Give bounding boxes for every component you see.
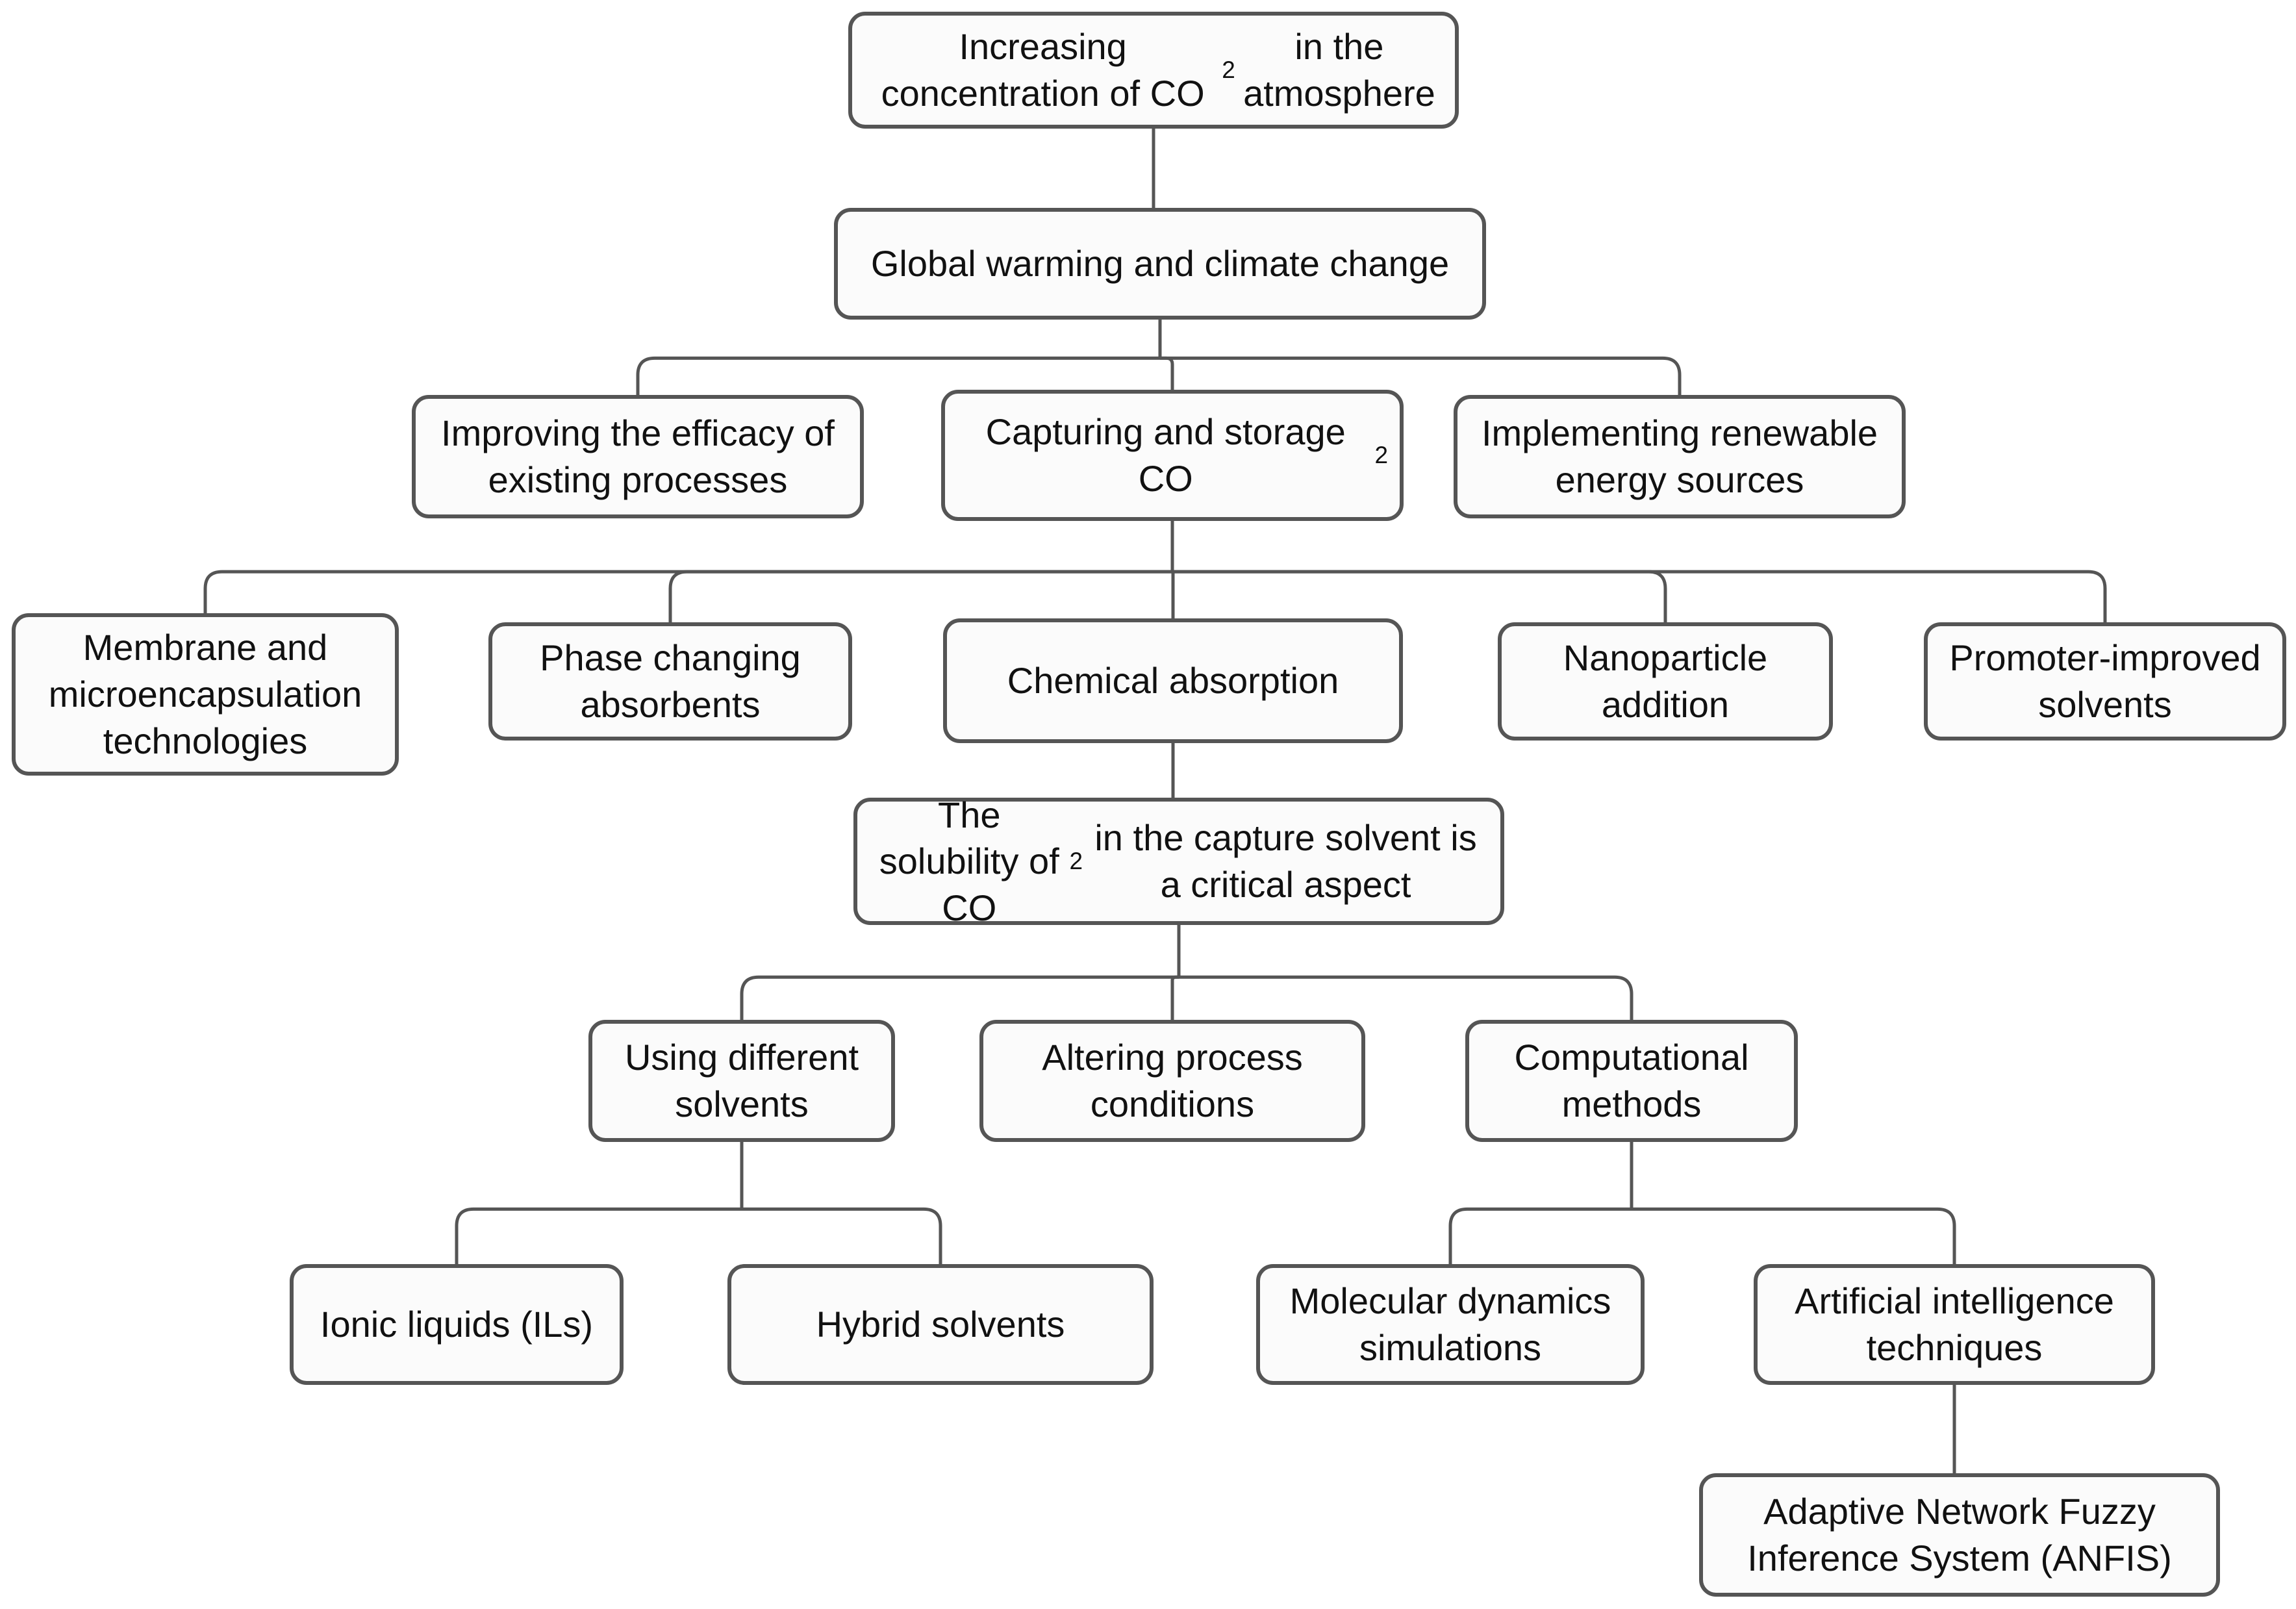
flow-node-n18[interactable]: Artificial intelligence techniques (1754, 1264, 2155, 1385)
flow-edge (1172, 570, 2107, 622)
flow-node-n16[interactable]: Hybrid solvents (727, 1264, 1154, 1385)
flow-edge (740, 975, 1179, 1020)
flow-edge (1172, 570, 1667, 622)
flow-edge (1448, 1207, 1632, 1264)
flow-node-n8[interactable]: Chemical absorption (943, 618, 1403, 743)
flow-edge (1179, 975, 1634, 1020)
flow-node-n12[interactable]: Using different solvents (588, 1020, 895, 1142)
flow-node-n6[interactable]: Membrane and microencapsulation technolo… (12, 613, 399, 776)
flow-node-n17[interactable]: Molecular dynamics simulations (1256, 1264, 1645, 1385)
flow-edge (668, 570, 1172, 622)
flow-edge (455, 1207, 742, 1264)
flow-node-n7[interactable]: Phase changing absorbents (488, 622, 852, 741)
flow-node-n5[interactable]: Implementing renewable energy sources (1454, 395, 1906, 518)
flow-node-n14[interactable]: Computational methods (1465, 1020, 1798, 1142)
flow-node-n2[interactable]: Global warming and climate change (834, 208, 1486, 320)
flow-node-n13[interactable]: Altering process conditions (979, 1020, 1365, 1142)
flow-edge (1170, 975, 1179, 1020)
flow-edge (203, 570, 1172, 613)
flow-node-n19[interactable]: Adaptive Network Fuzzy Inference System … (1699, 1473, 2220, 1597)
flow-edge (1160, 356, 1174, 390)
flow-node-n9[interactable]: Nanoparticle addition (1498, 622, 1833, 741)
flow-edge (1632, 1207, 1956, 1264)
flow-node-n3[interactable]: Improving the efficacy of existing proce… (412, 395, 864, 518)
flow-node-n10[interactable]: Promoter-improved solvents (1924, 622, 2286, 741)
flow-edge (742, 1207, 942, 1264)
flow-node-n15[interactable]: Ionic liquids (ILs) (290, 1264, 624, 1385)
